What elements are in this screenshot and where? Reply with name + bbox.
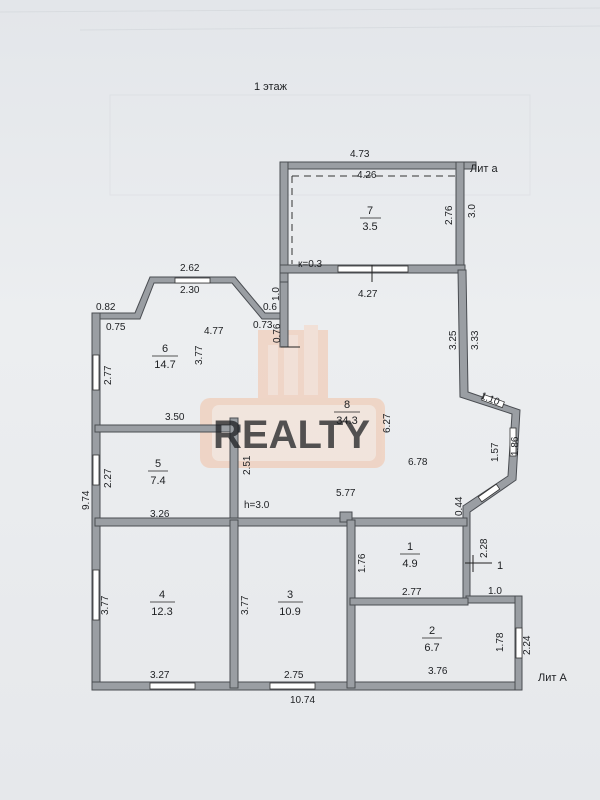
windows <box>92 265 523 690</box>
room-2-area: 6.7 <box>424 642 439 654</box>
dim-2-51: 2.51 <box>242 455 253 475</box>
k-note: к=0.3 <box>298 259 323 270</box>
dim-3-77-room4: 3.77 <box>100 595 111 615</box>
dim-2-30: 2.30 <box>180 285 200 296</box>
dim-2-24: 2.24 <box>522 635 533 655</box>
dim-3-76: 3.76 <box>428 666 448 677</box>
dim-3-77-room6: 3.77 <box>194 345 205 365</box>
room-7-number: 7 <box>367 205 373 217</box>
room-5-area: 7.4 <box>150 475 165 487</box>
dim-3-25: 3.25 <box>448 330 459 350</box>
room-5-number: 5 <box>155 458 161 470</box>
room-3-number: 3 <box>287 589 293 601</box>
dim-3-27: 3.27 <box>150 670 170 681</box>
dim-2-62: 2.62 <box>180 263 200 274</box>
dim-9-74: 9.74 <box>81 490 92 510</box>
dim-2-27: 2.27 <box>103 468 114 488</box>
watermark-text: REALTY <box>213 413 370 457</box>
dim-2-77-room1: 2.77 <box>402 587 422 598</box>
dim-1-78: 1.78 <box>495 632 506 652</box>
room-1-area: 4.9 <box>402 558 417 570</box>
dim-1-0-top: 1.0 <box>271 287 282 301</box>
dim-0-6: 0.6 <box>263 302 277 313</box>
dimension-labels: 4.73 4.26 2.76 3.0 4.27 2.62 2.30 0.82 0… <box>81 149 533 706</box>
room-1-number: 1 <box>407 541 413 553</box>
dim-4-26: 4.26 <box>357 170 377 181</box>
dim-1-57: 1.57 <box>490 442 501 462</box>
dim-0-73: 0.73 <box>253 320 273 331</box>
dim-0-82: 0.82 <box>96 302 116 313</box>
dim-6-27: 6.27 <box>382 413 393 433</box>
lit-a-big-label: Лит А <box>538 672 567 684</box>
dim-0-75: 0.75 <box>106 322 126 333</box>
dim-0-44: 0.44 <box>454 496 465 516</box>
room-4-area: 12.3 <box>151 606 172 618</box>
room-8-area: 34.3 <box>336 415 357 427</box>
height-note: h=3.0 <box>244 500 270 511</box>
dim-3-33: 3.33 <box>470 330 481 350</box>
dim-3-0: 3.0 <box>467 204 478 218</box>
dim-6-78: 6.78 <box>408 457 428 468</box>
room-labels: 7 3.5 6 14.7 8 34.3 5 7.4 4 12.3 3 10.9 … <box>148 205 503 654</box>
dim-4-27: 4.27 <box>358 289 378 300</box>
dim-4-73: 4.73 <box>350 149 370 160</box>
dim-3-77-room3: 3.77 <box>240 595 251 615</box>
dim-1-76: 1.76 <box>357 553 368 573</box>
entry-mark: 1 <box>497 560 503 572</box>
dim-1-0-right: 1.0 <box>488 586 502 597</box>
dim-0-76: 0.76 <box>272 323 283 343</box>
room-4-number: 4 <box>159 589 165 601</box>
room-2-number: 2 <box>429 625 435 637</box>
lit-a-small-label: Лит а <box>470 163 498 175</box>
dim-10-74: 10.74 <box>290 695 315 706</box>
dim-5-77: 5.77 <box>336 488 356 499</box>
dim-2-75: 2.75 <box>284 670 304 681</box>
dim-2-76: 2.76 <box>444 205 455 225</box>
dim-3-26: 3.26 <box>150 509 170 520</box>
realty-watermark <box>200 325 385 468</box>
room-8-number: 8 <box>344 399 350 411</box>
dim-4-77: 4.77 <box>204 326 224 337</box>
dim-3-50: 3.50 <box>165 412 185 423</box>
floor-title: 1 этаж <box>254 81 288 93</box>
background-artifacts <box>0 7 600 196</box>
dim-1-86: 1.86 <box>510 436 521 456</box>
dim-2-28: 2.28 <box>479 538 490 558</box>
dim-2-77-left: 2.77 <box>103 365 114 385</box>
room-7-area: 3.5 <box>362 221 377 233</box>
room-3-area: 10.9 <box>279 606 300 618</box>
room-6-number: 6 <box>162 343 168 355</box>
room-6-area: 14.7 <box>154 359 175 371</box>
